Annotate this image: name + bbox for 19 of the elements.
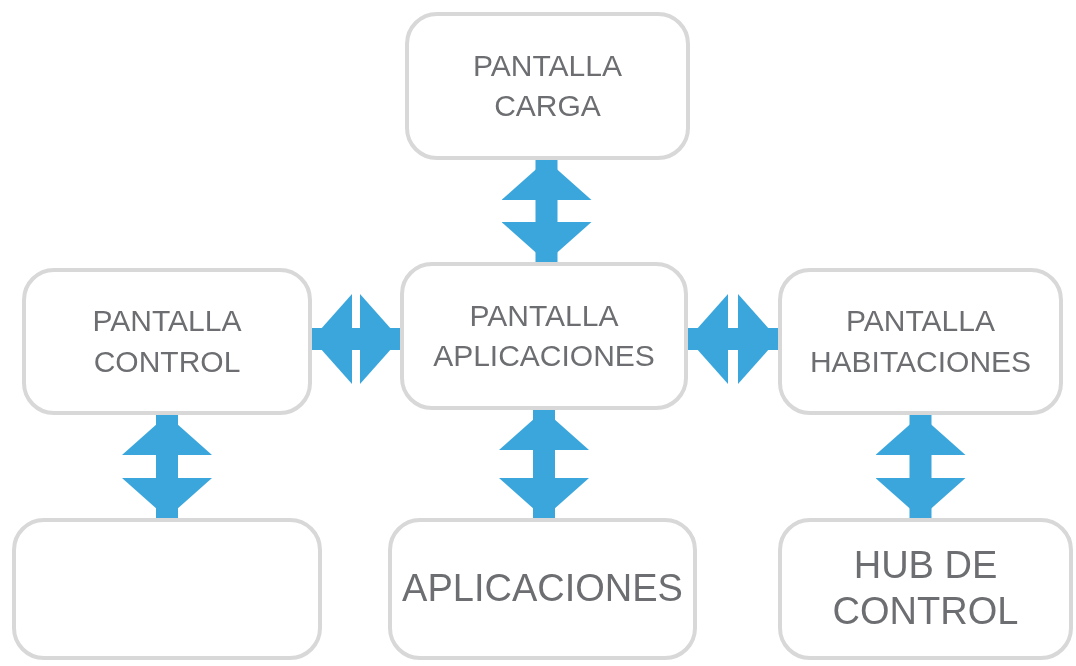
box-label: PANTALLA HABITACIONES bbox=[808, 303, 1033, 380]
double-arrow bbox=[122, 415, 212, 518]
double-arrow bbox=[688, 294, 778, 384]
double-arrow bbox=[875, 415, 966, 518]
rounded-box bbox=[12, 518, 322, 660]
box-label: PANTALLA CONTROL bbox=[91, 303, 243, 380]
rounded-box bbox=[778, 268, 1063, 415]
rounded-box bbox=[22, 268, 312, 415]
box-label: HUB DE CONTROL bbox=[831, 543, 1020, 634]
box-label: PANTALLA CARGA bbox=[472, 47, 623, 124]
box-label: APLICACIONES bbox=[401, 566, 684, 612]
box-label: PANTALLA APLICACIONES bbox=[432, 297, 656, 374]
rounded-box bbox=[400, 262, 688, 410]
double-arrow bbox=[312, 294, 400, 384]
rounded-box bbox=[405, 12, 690, 160]
double-arrow bbox=[501, 160, 592, 262]
rounded-box bbox=[388, 518, 697, 660]
rounded-box bbox=[778, 518, 1073, 660]
double-arrow bbox=[499, 410, 589, 518]
